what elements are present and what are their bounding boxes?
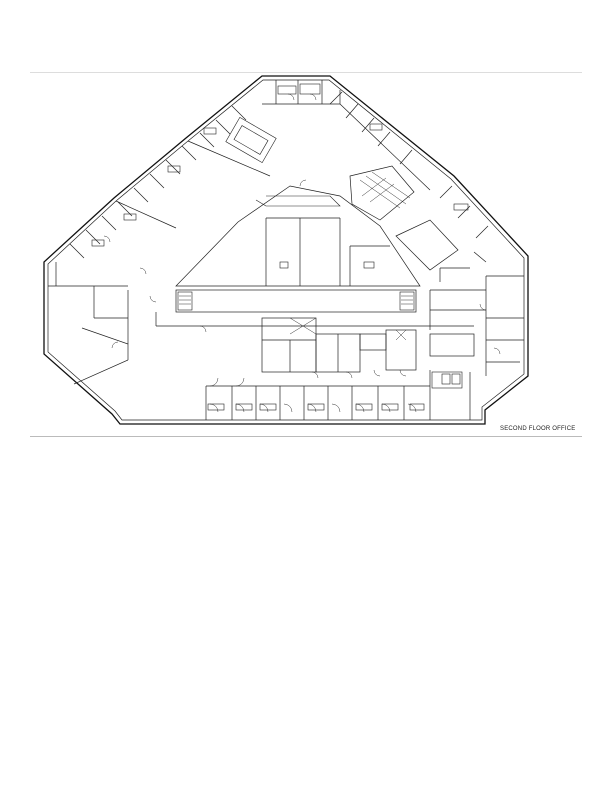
elevator-stair-core xyxy=(349,165,415,221)
top-border-line xyxy=(30,72,582,73)
title-block-line xyxy=(30,436,582,437)
building-outline-inner xyxy=(47,79,525,421)
left-diagonal-offices xyxy=(69,105,271,259)
central-corridor xyxy=(155,289,431,330)
bottom-row-offices xyxy=(205,370,471,420)
building-outline xyxy=(43,75,529,425)
lower-middle-rooms xyxy=(261,317,475,373)
door-swings xyxy=(103,93,501,413)
left-wing-rooms xyxy=(48,262,129,385)
inner-core xyxy=(175,116,421,287)
right-diagonal-offices xyxy=(329,91,489,239)
right-wing-rooms xyxy=(395,219,524,376)
fixtures xyxy=(91,123,469,411)
drawing-title: SECOND FLOOR OFFICE xyxy=(500,426,576,432)
top-perimeter-offices xyxy=(262,80,341,105)
